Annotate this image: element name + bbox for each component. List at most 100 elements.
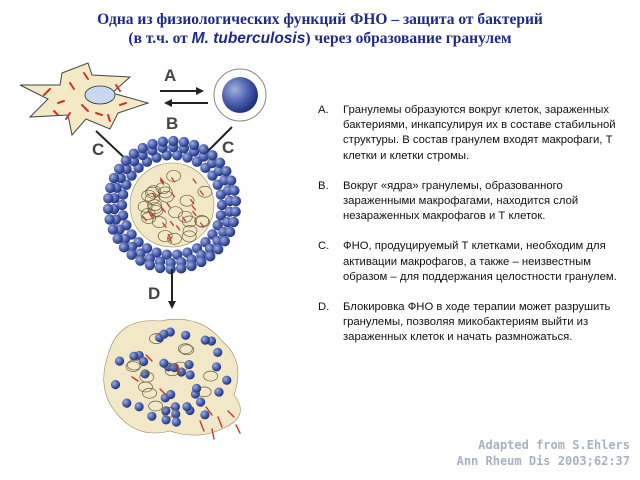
lymphocyte-cell xyxy=(144,259,156,271)
lymphocyte-cell xyxy=(224,226,236,238)
lymphocyte-cell xyxy=(200,410,210,420)
macrophage-cell xyxy=(138,381,153,393)
label-d: D xyxy=(148,284,160,303)
lymphocyte-cell xyxy=(198,144,209,155)
bacterium xyxy=(192,210,197,217)
macrophage-cell xyxy=(194,215,210,227)
lymphocyte-cell xyxy=(171,417,181,427)
lymphocyte-cell xyxy=(168,135,179,147)
lymphocyte-cell xyxy=(113,163,125,175)
title-line-2-end: ) через образование гранулем xyxy=(305,30,512,47)
lymphocyte-cell xyxy=(117,189,129,200)
label-c-left: C xyxy=(92,140,104,159)
bacterium xyxy=(170,177,176,183)
macrophage-cell xyxy=(149,333,164,344)
bacterium xyxy=(169,220,175,227)
macrophage-cell xyxy=(172,361,188,373)
lymphocyte-cell xyxy=(161,249,172,260)
lymphocyte-cell xyxy=(139,356,149,367)
lymphocyte-cell xyxy=(215,210,227,221)
lymphocyte-cell xyxy=(114,356,125,366)
lymphocyte-cell xyxy=(129,351,139,361)
lymphocyte-cell xyxy=(186,260,197,272)
label-c-right: C xyxy=(222,138,234,157)
lymphocyte-cell xyxy=(103,193,114,204)
list-marker: B. xyxy=(318,179,329,192)
macrophage-cell xyxy=(168,206,183,219)
lymphocyte-cell xyxy=(204,243,216,254)
lymphocyte-cell xyxy=(161,406,171,416)
lymphocyte-cell xyxy=(135,255,146,266)
lymphocyte-cell xyxy=(230,195,242,207)
macrophage-cell xyxy=(182,215,197,228)
macrophage-cell xyxy=(148,400,164,412)
lymphocyte-cell xyxy=(221,165,232,177)
lymphocyte-cell xyxy=(147,411,157,421)
lymphocyte-cell xyxy=(102,203,114,215)
macrophage-cell xyxy=(196,386,212,398)
macrophage-cell xyxy=(125,361,141,372)
lymphocyte-cell xyxy=(120,155,132,166)
macrophage-cell xyxy=(179,344,195,356)
macrophage-cell xyxy=(159,190,174,203)
lymphocyte-cell xyxy=(228,216,239,228)
macrophage-cell xyxy=(179,194,195,207)
bacterium xyxy=(199,222,205,228)
lymphocyte-cell xyxy=(188,139,200,151)
lymphocyte-cell xyxy=(157,136,169,147)
lymphocyte-cell xyxy=(192,383,202,393)
lymphocyte-cell xyxy=(122,398,132,408)
list-marker: C. xyxy=(318,240,330,253)
lymphocyte-cell xyxy=(119,233,131,245)
macrophage-cell xyxy=(182,225,198,237)
lymphocyte-cell xyxy=(205,251,216,262)
lymphocyte-cell xyxy=(206,157,218,169)
lymphocyte-cell xyxy=(170,402,180,412)
lymphocyte-cell xyxy=(147,138,158,150)
lymphocyte-cell xyxy=(200,335,210,345)
lymphocyte-cell xyxy=(105,182,116,194)
source-credit: Adapted from S.Ehlers Ann Rheum Dis 2003… xyxy=(457,437,630,469)
lymphocyte-cell xyxy=(214,387,224,397)
lymphocyte-cell xyxy=(140,369,150,379)
credit-line-1: Adapted from S.Ehlers xyxy=(478,438,630,452)
bacterium xyxy=(199,190,204,196)
list-item: B.Вокруг «ядра» гранулемы, образованного… xyxy=(318,179,618,225)
list-item: C.ФНО, продуцируемый Т клетками, необход… xyxy=(318,239,618,285)
lymphocyte-cell xyxy=(112,233,123,245)
lymphocyte-cell xyxy=(172,150,183,161)
list-marker: D. xyxy=(318,301,330,314)
macrophage-cell xyxy=(137,200,153,213)
macrophage-cell xyxy=(181,230,197,243)
macrophage-cell xyxy=(141,189,157,202)
bacterium xyxy=(192,178,197,184)
list-text: Блокировка ФНО в ходе терапии может разр… xyxy=(343,301,611,344)
bacterium xyxy=(166,202,171,208)
macrophage-cell xyxy=(197,185,213,198)
lymphocyte-cell xyxy=(211,362,222,372)
intact-granuloma xyxy=(102,135,242,275)
explanation-list: A.Гранулемы образуются вокруг клеток, за… xyxy=(318,103,618,361)
lymphocyte-cell xyxy=(181,330,191,340)
lymphocyte-cell xyxy=(185,370,195,380)
lymphocyte-cell xyxy=(196,256,207,268)
macrophage-cell xyxy=(157,230,173,242)
lymphocyte-cell xyxy=(212,244,224,255)
lymphocyte-cell xyxy=(108,172,120,184)
title-line-1: Одна из физиологических функций ФНО – за… xyxy=(97,11,543,28)
list-marker: A. xyxy=(318,104,329,116)
title-organism: M. tuberculosis xyxy=(191,30,306,47)
macrophage-cell xyxy=(203,370,218,382)
granuloma-core-cells xyxy=(137,170,213,245)
bacterium xyxy=(149,211,155,217)
lymphocyte-cell xyxy=(104,214,115,225)
lymphocyte-cell xyxy=(118,242,130,253)
ab-reversible-arrows xyxy=(160,87,208,107)
macrophage-cell xyxy=(167,232,182,245)
macrophage-cell xyxy=(177,343,193,355)
bacterium xyxy=(159,177,165,183)
lymphocyte-cell xyxy=(128,156,140,167)
lymphocyte-cell xyxy=(137,142,148,154)
lymphocyte-cell xyxy=(182,402,192,412)
lymphocyte-cell xyxy=(213,347,223,357)
